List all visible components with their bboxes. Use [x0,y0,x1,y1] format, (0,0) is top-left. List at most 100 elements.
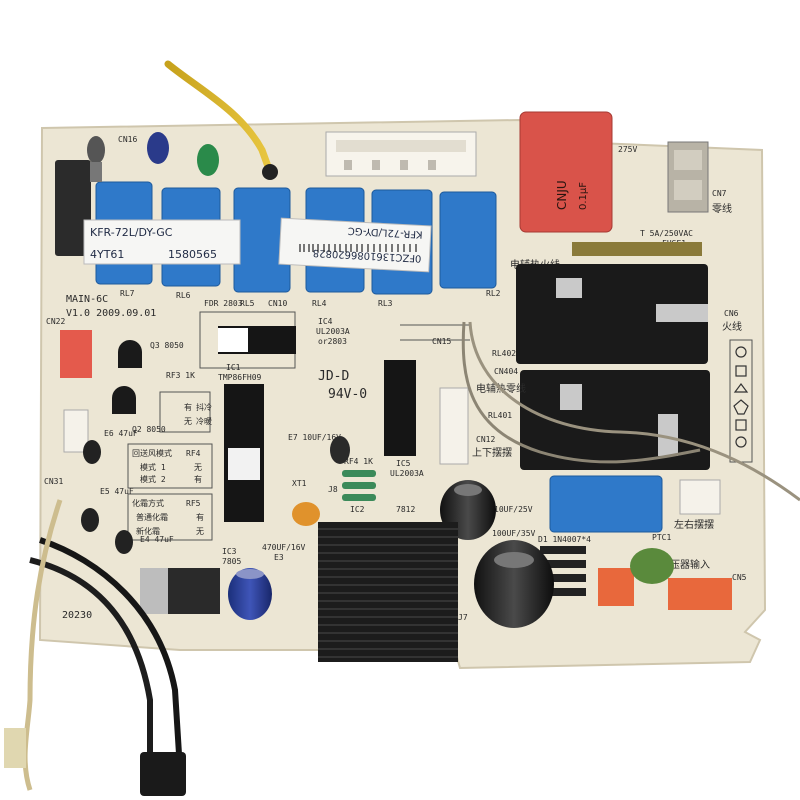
rf4-label: RF4 [186,449,201,458]
cn16-label: CN16 [118,135,137,144]
table-mode-r2c2: 有 [194,474,202,484]
fuse-rating: T 5A/250VAC [640,229,693,238]
table-rf3-r1c2: 抖冷 [196,402,212,412]
barcode [299,244,417,252]
symbol-column [733,346,749,448]
cn12-desc: 上下摆摆 [472,446,512,459]
fuse-body [572,242,702,256]
thermistor-probes [87,132,219,182]
ic3-label: IC3 [222,547,237,556]
ic5-chip [384,360,416,456]
e3-label: E3 [274,553,284,562]
table-defrost-r1c2: 有 [196,512,204,522]
board-version: V1.0 2009.09.01 [66,308,156,319]
ptc-label: PTC1 [652,533,671,542]
relay-labels: RL7 RL6 RL5 RL4 RL3 RL2 [120,289,501,308]
connector-left-white [63,409,89,453]
relay-label-rl7: RL7 [120,289,135,298]
connector-plug-bottom [140,752,186,796]
cn404-label: CN404 [494,367,518,376]
ic2-label: IC2 [350,505,365,514]
sticker-left-line1: KFR-72L/DY-GC [90,226,173,239]
table-defrost-r2c2: 无 [196,527,204,536]
table-mode: 回送风模式 RF4 模式 1 无 模式 2 有 [132,448,202,484]
board-code: 20230 [62,610,92,621]
table-rf3: 有 抖冷 无 冷暖 [184,402,212,426]
board-model: MAIN-6C [66,294,108,305]
cert-rating: 94V-0 [328,387,367,402]
relay-blue-right [549,475,663,533]
rf5-label: RF5 [186,499,201,508]
heatsink [318,522,458,662]
relay-label-rl5: RL5 [240,299,255,308]
cn22-label: CN22 [46,317,65,326]
table-mode-title: 回送风模式 [132,448,172,458]
wire-gold [164,60,274,176]
choke [55,160,91,256]
small-caps [81,440,133,554]
table-rf3-r2c2: 冷暖 [196,416,212,426]
cn15-label: CN15 [432,337,451,346]
table-rf3-r2c1: 无 [184,417,192,426]
e3-val: 470UF/16V [262,543,306,552]
relay-label-rl3: RL3 [378,299,393,308]
table-defrost-r1c1: 普通化霜 [136,512,168,522]
sticker-right-line2: KFR-72L/DY-GC [348,225,423,240]
ic2-part: 7812 [396,505,415,514]
cap-e7 [330,436,350,464]
d1-label: D1 1N4007*4 [538,535,591,544]
cn31-label: CN31 [44,477,63,486]
j8-label: J8 [328,485,338,494]
crystal-xt1 [292,502,320,526]
relay-label-rl4: RL4 [312,299,327,308]
sticker-right: 0FZC1361086620828 KFR-72L/DY-GC [278,217,432,273]
relay-rl2 [439,191,497,289]
cn5-label: CN5 [732,573,747,582]
rl401-label: RL401 [488,411,512,420]
fdr-label: FDR 2803 [204,299,243,308]
varistor-green [630,548,674,584]
ic1-part: TMP86FH09 [218,373,262,382]
cn6-desc: 火线 [722,320,742,333]
wire-gold-end [262,164,278,180]
ic5-part: UL2003A [390,469,424,478]
cn10-label: CN10 [268,299,287,308]
lr-swing-label: 左右摆摆 [674,518,714,531]
rating-label: 275V [618,145,637,154]
q3-label: Q3 8050 [150,341,184,350]
x-capacitor-red: CNJU 0.1µF [519,111,613,233]
ic4-sticker [218,328,248,352]
table-defrost: 化霜方式 RF5 普通化霜 有 新化霜 无 [132,498,204,536]
table-mode-r1c1: 模式 1 [140,462,166,472]
connector-red-1 [598,568,634,606]
wire-black-1 [39,537,183,771]
ic3-part: 7805 [222,557,241,566]
rf3-label: RF3 1K [166,371,195,380]
fuse-terminal [667,141,709,213]
connector-top-white [325,131,477,177]
table-defrost-title: 化霜方式 [132,498,164,508]
e4-label: E4 47uF [140,535,174,544]
diodes [540,546,586,596]
e5-label: E5 47uF [100,487,134,496]
wire-grey-1 [461,321,701,464]
wire-black-2 [29,557,153,770]
cap-right2-label: 100UF/35V [492,529,536,538]
connector-cn12 [439,387,469,465]
cn7-label: CN7 [712,189,727,198]
xt1-label: XT1 [292,479,307,488]
relay-label-rl2: RL2 [486,289,501,298]
cn6-label: CN6 [724,309,739,318]
j7-label: J7 [458,613,468,622]
connector-cn22 [60,330,92,378]
rl402-label: RL402 [492,349,516,358]
capacitor-label2: 0.1µF [578,182,589,210]
connector-plug-left [4,728,26,768]
ic1-name: IC1 [226,363,241,372]
table-mode-r2c1: 模式 2 [140,474,166,484]
power-relays [516,264,710,470]
relay-label-rl6: RL6 [176,291,191,300]
wire-grey-2 [468,321,800,502]
cn7-desc: 零线 [712,202,732,215]
